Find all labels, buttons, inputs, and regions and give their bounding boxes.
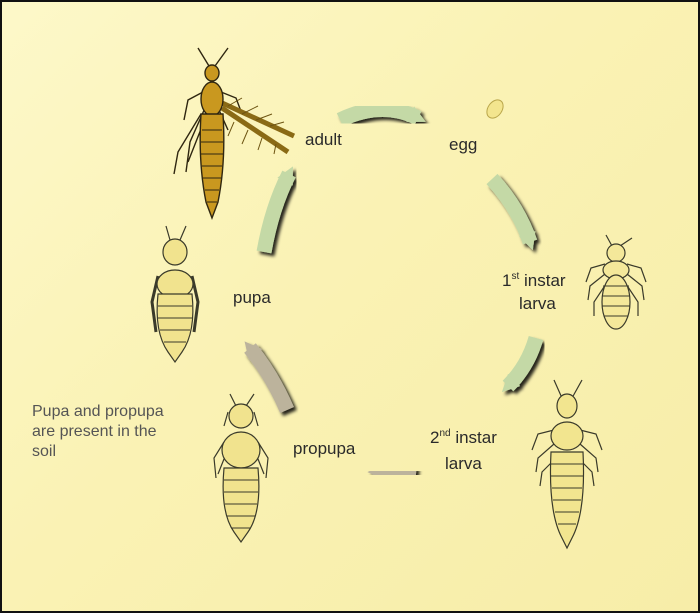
second-instar-larva-icon	[532, 380, 602, 548]
soil-note: Pupa and propupa are present in the soil	[32, 402, 182, 462]
egg-icon	[484, 97, 507, 121]
first-instar-word: instar	[524, 271, 566, 290]
label-second-instar: 2nd instar	[430, 428, 497, 448]
label-adult: adult	[305, 130, 342, 150]
label-second-instar-larva: larva	[445, 454, 482, 474]
second-instar-word: instar	[455, 428, 497, 447]
label-egg: egg	[449, 135, 477, 155]
label-pupa: pupa	[233, 288, 271, 308]
label-first-instar-larva: larva	[519, 294, 556, 314]
second-instar-suffix: nd	[439, 428, 450, 439]
propupa-icon	[214, 394, 268, 542]
arrow-pupa-to-adult	[264, 174, 289, 252]
pupa-icon	[152, 226, 198, 362]
label-propupa: propupa	[293, 439, 355, 459]
arrow-second-instar-to-propupa	[376, 472, 416, 474]
arrow-propupa-to-pupa	[250, 348, 287, 410]
first-instar-larva-icon	[586, 235, 646, 329]
arrow-first-to-second-instar	[508, 338, 536, 386]
arrow-adult-to-egg	[340, 109, 418, 120]
first-instar-suffix: st	[511, 271, 519, 282]
arrow-egg-to-first-instar	[492, 179, 530, 242]
label-first-instar: 1st instar	[502, 271, 566, 291]
